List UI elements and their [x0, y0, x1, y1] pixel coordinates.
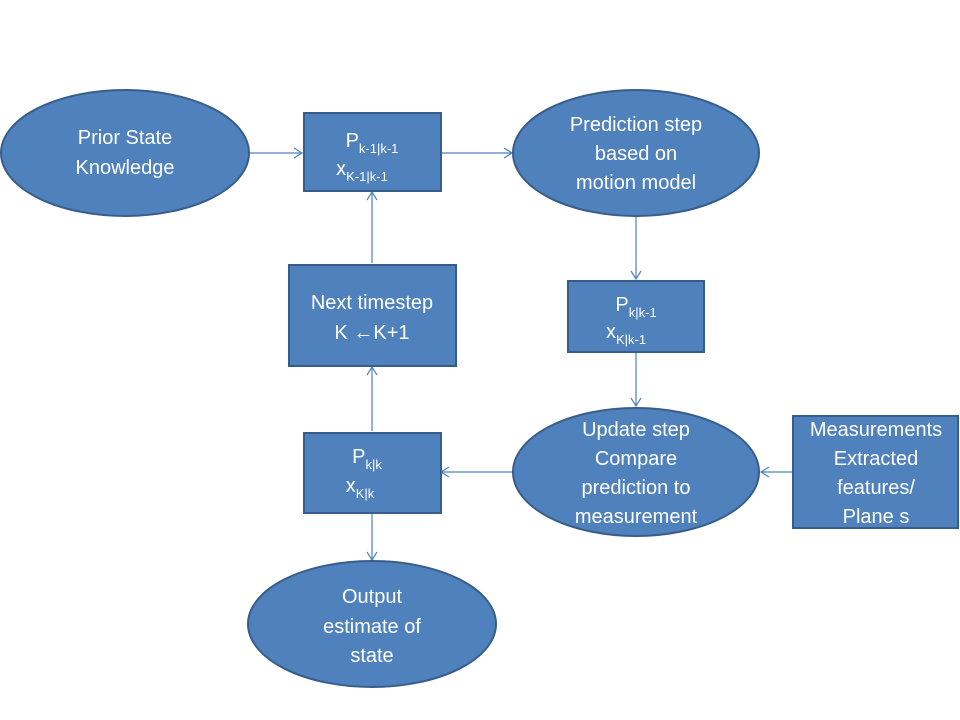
- node-var-line: Pk-1|k-1: [346, 130, 399, 156]
- node-label-line: Measurements: [810, 419, 942, 441]
- node-label-line: motion model: [576, 172, 696, 194]
- node-var-line: xK-1|k-1: [336, 158, 388, 184]
- node-output: Output estimate of state: [247, 560, 497, 688]
- var-subscript: k|k-1: [629, 305, 657, 320]
- var-symbol: x: [336, 158, 346, 180]
- node-label-line: Plane s: [843, 506, 910, 528]
- edge-next-timestep-to-prior-vars: [366, 190, 378, 263]
- node-var-line: xK|k-1: [606, 321, 646, 347]
- node-label-line: Next timestep: [311, 292, 433, 314]
- node-label-line: state: [350, 645, 393, 667]
- node-label-line: Update step: [582, 419, 690, 441]
- edge-update-to-updated-vars: [439, 466, 513, 478]
- var-symbol: P: [615, 294, 628, 316]
- edge-measurements-to-update: [759, 466, 792, 478]
- node-label-line: K ←K+1: [334, 322, 409, 344]
- var-subscript: K|k: [356, 486, 375, 501]
- edge-updated-vars-to-next-timestep: [366, 365, 378, 431]
- node-label-line: based on: [595, 143, 677, 165]
- node-prior-vars: Pk-1|k-1 xK-1|k-1: [303, 112, 442, 192]
- node-var-line: Pk|k: [352, 446, 382, 472]
- node-label-line: Extracted: [834, 448, 918, 470]
- node-label-line: features/: [837, 477, 915, 499]
- node-next-timestep: Next timestep K ←K+1: [288, 264, 457, 367]
- node-measurements: Measurements Extracted features/ Plane s: [792, 415, 959, 529]
- node-label-line: Prior State: [78, 127, 172, 149]
- var-symbol: P: [346, 130, 359, 152]
- node-label-line: Prediction step: [570, 114, 702, 136]
- edge-updated-vars-to-output: [366, 513, 378, 562]
- var-subscript: K|k-1: [616, 332, 646, 347]
- node-var-line: Pk|k-1: [615, 294, 656, 320]
- var-subscript: k|k: [365, 457, 382, 472]
- var-symbol: x: [606, 321, 616, 343]
- node-label-line: prediction to: [582, 477, 691, 499]
- var-symbol: P: [352, 446, 365, 468]
- edge-prior-vars-to-prediction: [441, 147, 514, 159]
- node-updated-vars: Pk|k xK|k: [303, 432, 442, 514]
- var-symbol: x: [346, 475, 356, 497]
- node-label-line: measurement: [575, 506, 698, 528]
- node-var-line: xK|k: [346, 475, 375, 501]
- edge-prediction-to-predicted-vars: [630, 216, 642, 281]
- node-prior-state: Prior State Knowledge: [0, 89, 250, 217]
- node-prediction-step: Prediction step based on motion model: [512, 89, 760, 217]
- node-label-line: estimate of: [323, 616, 421, 638]
- var-subscript: k-1|k-1: [359, 141, 399, 156]
- edge-predicted-vars-to-update: [630, 353, 642, 408]
- node-label-line: Compare: [595, 448, 677, 470]
- node-predicted-vars: Pk|k-1 xK|k-1: [567, 280, 705, 353]
- node-update-step: Update step Compare prediction to measur…: [512, 407, 760, 537]
- node-label-line: Output: [342, 586, 402, 608]
- edge-prior-to-prior-vars: [250, 147, 304, 159]
- var-subscript: K-1|k-1: [346, 169, 388, 184]
- node-label-line: Knowledge: [76, 157, 175, 179]
